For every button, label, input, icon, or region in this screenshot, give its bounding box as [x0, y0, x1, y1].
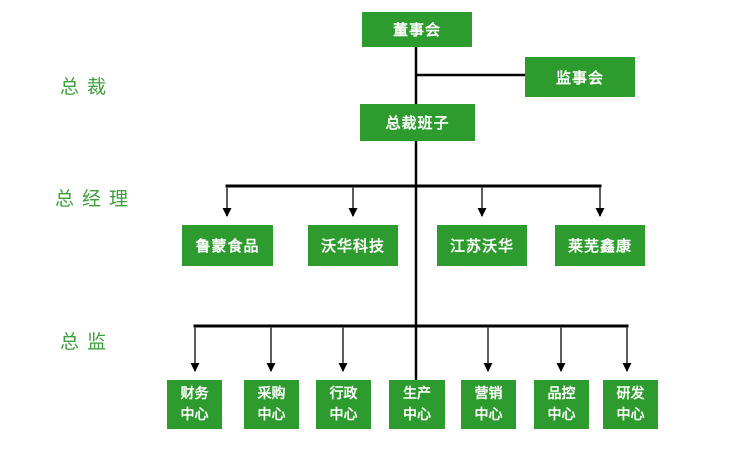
node-president-team: 总裁班子	[360, 104, 475, 141]
node-board-of-directors: 董事会	[362, 12, 472, 47]
node-quality-control-center: 品控中心	[534, 380, 589, 429]
node-rd-center: 研发中心	[603, 380, 658, 429]
node-wohua-tech: 沃华科技	[308, 225, 398, 266]
row-label-general-manager: 总经理	[55, 188, 137, 210]
row-label-director: 总监	[60, 331, 115, 353]
node-supervisory-board: 监事会	[525, 57, 635, 97]
row-label-president: 总裁	[60, 76, 115, 98]
node-production-center: 生产中心	[389, 380, 445, 429]
node-lumeng-food: 鲁蒙食品	[182, 225, 273, 266]
node-finance-center: 财务中心	[167, 380, 222, 429]
node-admin-center: 行政中心	[316, 380, 371, 429]
node-marketing-center: 营销中心	[461, 380, 516, 429]
node-procurement-center: 采购中心	[244, 380, 299, 429]
node-laiwu-xinkang: 莱芜鑫康	[555, 225, 645, 266]
node-jiangsu-wohua: 江苏沃华	[437, 225, 527, 266]
